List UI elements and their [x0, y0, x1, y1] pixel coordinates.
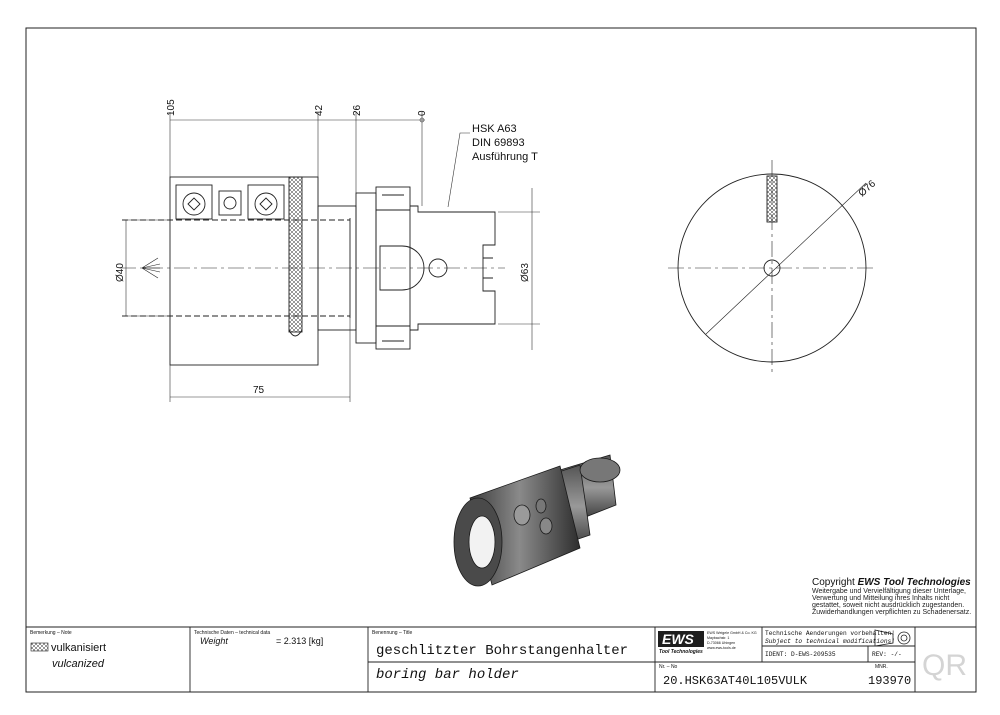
tech-header: Technische Daten – technical data — [194, 630, 270, 636]
side-view — [120, 176, 505, 366]
note-de: vulkanisiert — [51, 642, 106, 654]
dim-42: 42 — [314, 104, 325, 116]
dim-105: 105 — [166, 99, 177, 116]
clamp-screw-middle — [218, 190, 242, 216]
dim-0: 0 — [417, 110, 428, 116]
company-line-3: D-73066 Uhingen — [707, 641, 735, 645]
copyright-brand: EWS Tool Technologies — [857, 577, 971, 588]
title-de: geschlitzter Bohrstangenhalter — [376, 643, 628, 659]
dim-26: 26 — [352, 104, 363, 116]
copyright-notice: Copyright EWS Tool Technologies Weiterga… — [812, 577, 972, 616]
dim-dia-63: Ø63 — [520, 263, 531, 282]
dim-dia-40: Ø40 — [115, 263, 126, 282]
front-view — [668, 160, 876, 376]
rev: REV: -/- — [872, 651, 902, 658]
weight-value: = 2.313 [kg] — [276, 636, 323, 646]
ews-logo-bg — [658, 631, 704, 647]
spec-label: HSK A63 DIN 69893 Ausführung T — [472, 123, 538, 163]
company-line-2: Maybachstr. 1 — [707, 636, 729, 640]
dim-dia-76: Ø76 — [857, 178, 879, 199]
spec-version: Ausführung T — [472, 151, 538, 163]
copyright-prefix: Copyright — [812, 577, 858, 588]
company-line-4: www.ews-tools.de — [707, 646, 736, 650]
changes-en: Subject to technical modifications! — [765, 638, 895, 645]
isometric-view — [453, 454, 621, 587]
note-en: vulcanized — [52, 658, 105, 670]
clamp-screw-right — [247, 184, 285, 220]
mnr: 193970 — [868, 674, 911, 688]
vulcanized-slot — [288, 176, 303, 333]
part-number: 20.HSK63AT40L105VULK — [663, 674, 808, 688]
dim-75: 75 — [253, 385, 265, 396]
copyright-line-3: gestattet, soweit nicht ausdrücklich zug… — [812, 602, 965, 609]
ews-logo: EWS — [662, 631, 695, 647]
company-line-1: EWS Weigele GmbH & Co. KG — [707, 631, 757, 635]
spec-hsk: HSK A63 — [472, 123, 517, 135]
changes-de: Technische Aenderungen vorbehalten! — [765, 630, 895, 637]
copyright-line-1: Weitergabe und Vervielfältigung dieser U… — [812, 588, 966, 595]
ident: IDENT: D-EWS-209535 — [765, 651, 836, 658]
title-block-grid — [26, 626, 976, 692]
mnr-header: MNR. — [875, 664, 888, 670]
sheet-border — [25, 27, 977, 693]
copyright-line-4: Zuwiderhandlungen verpflichten zu Schade… — [812, 609, 972, 616]
ews-logo-sub: Tool Technologies — [659, 649, 703, 655]
clamp-screw-left — [175, 184, 213, 220]
projection-symbol — [874, 629, 911, 647]
nr-header: Nr. – No — [659, 664, 678, 670]
note-header: Bemerkung – Note — [30, 630, 72, 636]
dimension-lines — [122, 112, 540, 402]
spec-din: DIN 69893 — [472, 137, 525, 149]
weight-label: Weight — [200, 636, 228, 646]
qr-placeholder: QR — [922, 649, 967, 682]
title-header: Benennung – Title — [372, 630, 413, 636]
title-en: boring bar holder — [376, 667, 519, 683]
copyright-line-2: Verwertung und Mitteilung ihres Inhalts … — [812, 595, 950, 602]
hatch-legend-swatch — [30, 642, 49, 652]
copyright-title: Copyright EWS Tool Technologies — [812, 577, 971, 588]
